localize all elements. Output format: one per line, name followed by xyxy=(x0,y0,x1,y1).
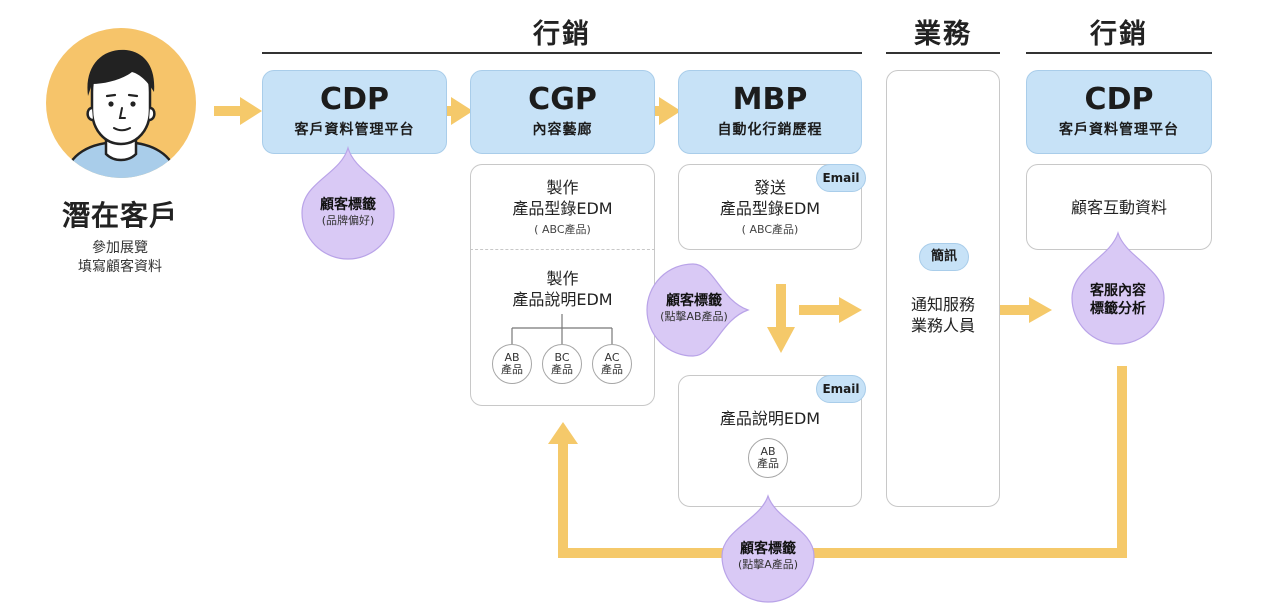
tag-drop-brand xyxy=(301,145,395,260)
email-badge: Email xyxy=(816,375,866,403)
card-note: ( ABC產品) xyxy=(534,223,591,236)
tag-click-a-text: 顧客標籤 (點擊A產品) xyxy=(722,540,814,572)
tag-drop-click-ab xyxy=(646,263,750,357)
divider xyxy=(262,52,862,54)
platform-abbr: CGP xyxy=(528,82,597,117)
card-line: 製作 xyxy=(546,178,579,197)
product-label: 產品 xyxy=(501,363,523,376)
platform-mbp: MBP 自動化行銷歷程 xyxy=(678,70,862,154)
arrow-cgp-to-mbp xyxy=(632,97,681,125)
arrow-down-mbp xyxy=(767,284,795,353)
platform-abbr: MBP xyxy=(732,82,808,117)
tag-click-ab-text: 顧客標籤 (點擊AB產品) xyxy=(646,292,742,324)
card-sales xyxy=(886,70,1000,507)
platform-full-name: 客戶資料管理平台 xyxy=(294,122,415,138)
product-label: AC xyxy=(604,351,620,364)
tag-note: (點擊A產品) xyxy=(737,558,799,571)
product-label: AB xyxy=(504,351,520,364)
card-make-catalog-edm: 製作 產品型錄EDM ( ABC產品) xyxy=(470,164,655,250)
arrow-sales-to-cdp xyxy=(990,297,1052,323)
product-tree-connector xyxy=(511,314,613,344)
customer-line1: 參加展覽 xyxy=(92,240,148,256)
arrow-to-sales xyxy=(799,297,862,323)
tag-label: 顧客標籤 xyxy=(666,293,722,309)
tag-service-text: 客服內容 標籤分析 xyxy=(1072,282,1164,318)
tag-label: 顧客標籤 xyxy=(740,541,796,557)
product-label: BC xyxy=(554,351,570,364)
platform-cgp: CGP 內容藝廊 xyxy=(470,70,655,154)
divider xyxy=(1026,52,1212,54)
platform-full-name: 自動化行銷歷程 xyxy=(717,122,823,138)
sales-line2: 業務人員 xyxy=(910,316,975,335)
customer-avatar-icon xyxy=(46,28,196,178)
product-label: 產品 xyxy=(551,363,573,376)
email-badge: Email xyxy=(816,164,866,192)
card-line: 產品型錄EDM xyxy=(719,199,821,218)
product-ab-circle: AB 產品 xyxy=(748,438,788,478)
tag-note: (點擊AB產品) xyxy=(660,310,728,323)
tag-label: 客服內容 xyxy=(1090,283,1146,299)
section-header-marketing-right: 行銷 xyxy=(1090,19,1148,50)
platform-cdp-left: CDP 客戶資料管理平台 xyxy=(262,70,447,154)
tag-drop-service xyxy=(1071,231,1165,345)
card-customer-interaction: 顧客互動資料 xyxy=(1026,164,1212,250)
product-ac-circle: AC 產品 xyxy=(592,344,632,384)
product-ab-circle: AB 產品 xyxy=(492,344,532,384)
card-line: 發送 xyxy=(753,178,786,197)
product-label: 產品 xyxy=(601,363,623,376)
card-line: 產品型錄EDM xyxy=(512,199,613,218)
arrow-customer-to-cdp xyxy=(214,97,262,125)
card-line: 製作 xyxy=(546,269,579,288)
tag-brand-text: 顧客標籤 (品牌偏好) xyxy=(302,196,394,228)
platform-full-name: 內容藝廊 xyxy=(532,122,593,138)
card-title: 產品說明EDM xyxy=(719,409,821,428)
tag-label: 標籤分析 xyxy=(1090,301,1146,317)
product-bc-circle: BC 產品 xyxy=(542,344,582,384)
platform-abbr: CDP xyxy=(320,82,389,117)
sales-line1: 通知服務 xyxy=(910,295,975,314)
sms-badge: 簡訊 xyxy=(919,243,969,271)
arrow-cdp-to-cgp xyxy=(424,97,473,125)
section-header-sales: 業務 xyxy=(914,19,972,50)
platform-cdp-right: CDP 客戶資料管理平台 xyxy=(1026,70,1212,154)
card-title: 顧客互動資料 xyxy=(1070,198,1167,217)
card-note: ( ABC產品) xyxy=(741,223,799,236)
section-header-marketing-left: 行銷 xyxy=(533,19,591,50)
platform-abbr: CDP xyxy=(1084,82,1154,117)
platform-full-name: 客戶資料管理平台 xyxy=(1059,122,1179,138)
customer-line2: 填寫顧客資料 xyxy=(78,259,162,275)
tag-label: 顧客標籤 xyxy=(320,197,376,213)
product-label: AB xyxy=(760,445,776,458)
card-line: 產品說明EDM xyxy=(512,290,613,309)
tag-note: (品牌偏好) xyxy=(321,214,375,227)
product-label: 產品 xyxy=(757,457,779,470)
tag-drop-click-a xyxy=(721,494,815,603)
customer-title: 潛在客戶 xyxy=(61,199,178,232)
divider xyxy=(886,52,1000,54)
